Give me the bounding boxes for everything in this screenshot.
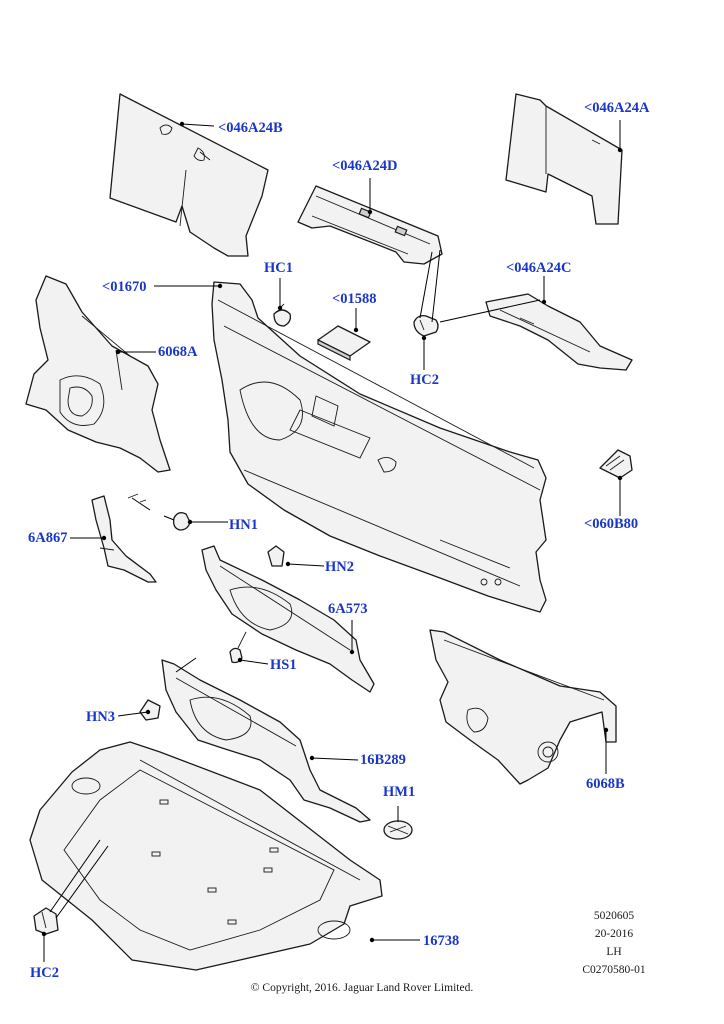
callout-HC2-top: HC2	[410, 372, 439, 388]
part-01670-dash-panel	[211, 281, 547, 613]
copyright-notice: © Copyright, 2016. Jaguar Land Rover Lim…	[250, 982, 474, 994]
part-HS1-screw	[229, 631, 247, 664]
part-046A24D-bracket	[297, 185, 443, 265]
callout-01588: <01588	[332, 291, 377, 307]
callout-046A24A: <046A24A	[584, 100, 650, 116]
part-16B289-insulator	[161, 659, 371, 823]
callout-HC1: HC1	[264, 260, 293, 276]
ref-line-2: 20-2016	[594, 928, 634, 940]
leader-lines	[41, 120, 623, 962]
part-16738-floor-insulator	[29, 741, 383, 971]
callout-HN1: HN1	[229, 517, 258, 533]
callout-HS1: HS1	[270, 657, 297, 673]
part-01588-pad	[317, 325, 371, 361]
part-HC2-clip-bottom	[33, 907, 59, 935]
callout-060B80: <060B80	[584, 516, 639, 532]
part-046A24B-insulation-pad	[109, 93, 269, 257]
part-HM1-grommet	[383, 820, 413, 840]
callout-HN3: HN3	[86, 709, 115, 725]
callout-046A24B: <046A24B	[218, 120, 283, 136]
callout-HC2-bottom: HC2	[30, 965, 59, 981]
callout-16B289: 16B289	[360, 752, 406, 768]
part-046A24C-bracket	[485, 293, 633, 371]
callout-6068B: 6068B	[586, 776, 625, 792]
callout-6A867: 6A867	[28, 530, 68, 546]
part-HC1-clip	[273, 303, 292, 327]
callout-HN2: HN2	[325, 559, 354, 575]
ref-line-4: C0270580-01	[582, 964, 646, 976]
part-6A867-bracket	[91, 493, 157, 583]
part-060B80-grommet	[599, 449, 633, 479]
part-HN3-clip	[139, 699, 161, 721]
callout-046A24C: <046A24C	[506, 260, 572, 276]
part-HN2-clip	[267, 545, 285, 567]
ref-line-3: LH	[606, 946, 622, 958]
part-HC2-clip-top	[413, 314, 439, 337]
callout-HM1: HM1	[383, 784, 416, 800]
part-6A573-pad	[201, 545, 375, 693]
callout-16738: 16738	[423, 933, 460, 949]
part-046A24A-insulation-pad	[505, 93, 623, 225]
callout-01670: <01670	[102, 279, 147, 295]
callout-6068A: 6068A	[158, 344, 198, 360]
part-6068A-side-panel	[25, 275, 171, 473]
part-HN1-nut	[172, 512, 191, 531]
callout-6A573: 6A573	[328, 601, 368, 617]
ref-line-1: 5020605	[593, 910, 635, 922]
part-6068B-side-panel	[429, 629, 617, 785]
callout-046A24D: <046A24D	[332, 158, 398, 174]
